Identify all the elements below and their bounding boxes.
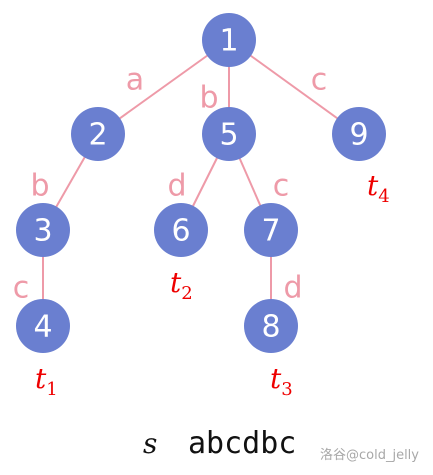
watermark: 洛谷@cold_jelly [320,448,419,463]
trie-node-5: 5 [202,107,256,161]
edge-label-2-3: b [30,169,49,204]
trie-node-6: 6 [154,203,208,257]
node-circle-3 [16,203,70,257]
node-label-6: 6 [171,214,190,249]
trie-nodes: 1 2 5 9 3 6 7 4 8 [16,13,386,353]
trie-node-2: 2 [71,107,125,161]
node-circle-7 [244,203,298,257]
trie-node-3: 3 [16,203,70,257]
node-circle-4 [16,299,70,353]
string-value: abcdbc [188,426,296,461]
node-circle-8 [244,299,298,353]
edge-label-5-6: d [167,169,186,204]
trie-node-8: 8 [244,299,298,353]
terminal-markers: t1 t2 t3 t4 [35,169,390,400]
edge-label-5-7: c [273,169,290,204]
edge-label-3-4: c [13,271,30,306]
terminal-label-t3: t3 [270,362,293,400]
trie-node-9: 9 [332,107,386,161]
trie-node-4: 4 [16,299,70,353]
trie-node-7: 7 [244,203,298,257]
node-label-2: 2 [88,118,107,153]
edge-label-1-2: a [126,63,144,98]
node-label-8: 8 [261,310,280,345]
terminal-label-t2: t2 [170,266,193,304]
node-label-3: 3 [33,214,52,249]
node-circle-2 [71,107,125,161]
terminal-label-t4: t4 [367,169,390,207]
node-label-9: 9 [349,118,368,153]
trie-node-1: 1 [202,13,256,67]
edge-label-1-5: b [199,81,218,116]
string-variable: s [143,427,157,460]
edge-label-7-8: d [283,271,302,306]
terminal-label-t1: t1 [35,362,58,400]
node-label-7: 7 [261,214,280,249]
edge-label-1-9: c [311,63,328,98]
node-circle-6 [154,203,208,257]
node-label-1: 1 [219,24,238,59]
node-label-4: 4 [33,310,52,345]
node-circle-1 [202,13,256,67]
node-label-5: 5 [219,118,238,153]
node-circle-5 [202,107,256,161]
node-circle-9 [332,107,386,161]
